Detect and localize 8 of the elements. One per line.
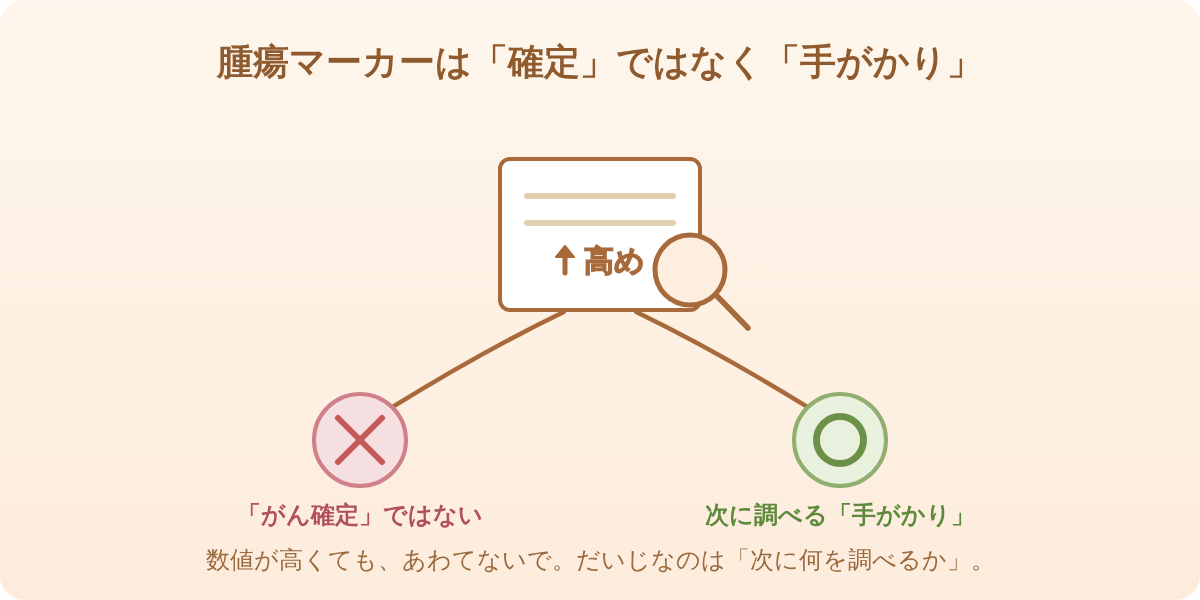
caption: 数値が高くても、あわてないで。だいじなのは「次に何を調べるか」。: [204, 545, 996, 576]
report-card: [498, 157, 702, 312]
caption-label: 次に調べる「手がかり」: [704, 500, 976, 530]
node-label: 高め: [584, 242, 645, 280]
caption-label: 「がん確定」ではない: [236, 500, 484, 530]
connector-line: [634, 309, 809, 409]
connector-line: [391, 309, 566, 409]
title: 腫瘍マーカーは「確定」ではなく「手がかり」: [215, 40, 984, 84]
